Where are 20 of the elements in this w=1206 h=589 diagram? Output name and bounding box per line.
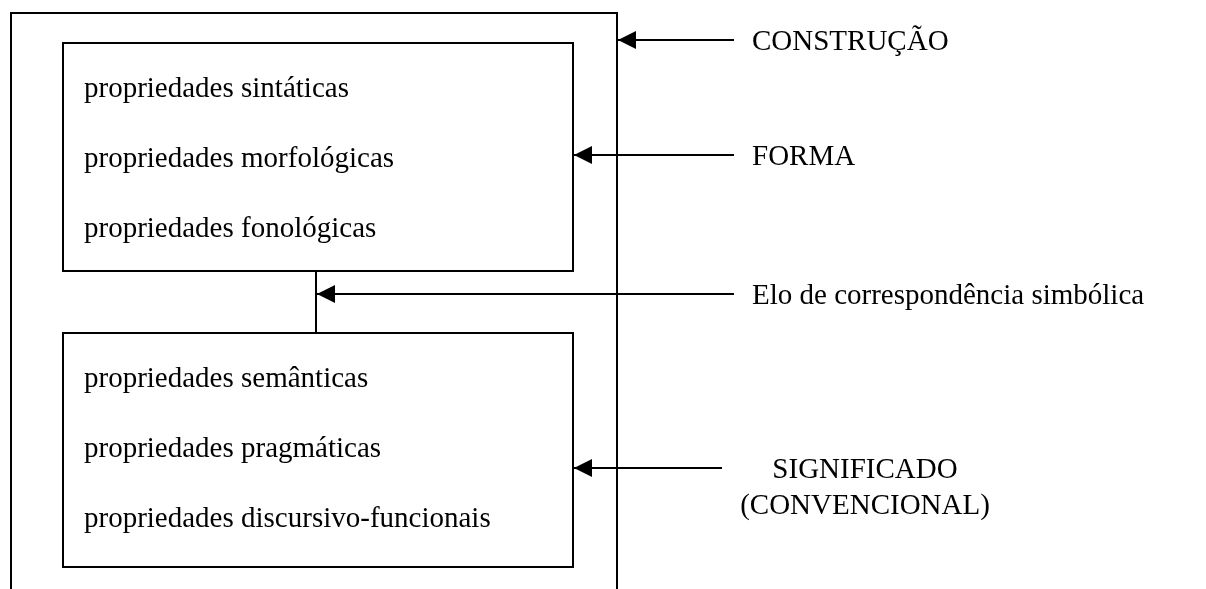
outer-box — [10, 12, 618, 589]
property-text: propriedades morfológicas — [84, 140, 396, 175]
arrow — [617, 31, 735, 49]
term-label: Elo de correspondência simbólica — [752, 276, 1145, 312]
connector-line — [315, 271, 317, 291]
property-text: propriedades fonológicas — [84, 210, 378, 245]
term-label: CONSTRUÇÃO — [752, 22, 949, 58]
connector-line — [315, 313, 317, 333]
arrow — [573, 146, 735, 164]
property-box — [62, 332, 574, 568]
property-text: propriedades pragmáticas — [84, 430, 383, 465]
property-text: propriedades semânticas — [84, 360, 370, 395]
property-text: propriedades discursivo-funcionais — [84, 500, 492, 535]
term-label: SIGNIFICADO (CONVENCIONAL) — [740, 450, 990, 522]
arrow — [316, 285, 735, 303]
property-box — [62, 42, 574, 272]
term-label: FORMA — [752, 137, 856, 173]
link-line — [315, 290, 317, 314]
property-text: propriedades sintáticas — [84, 70, 350, 105]
arrow — [573, 459, 723, 477]
